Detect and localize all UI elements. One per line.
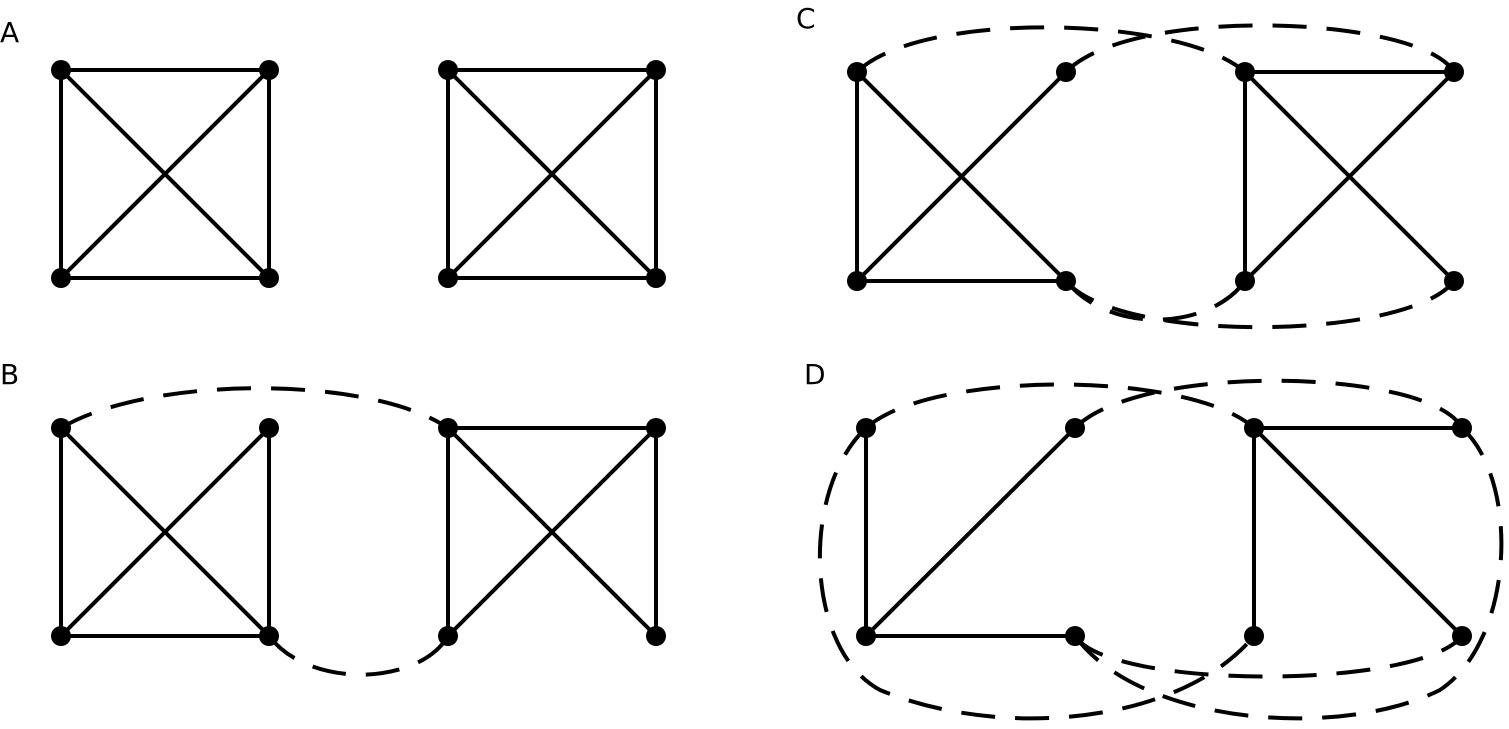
panel-d-graph-left xyxy=(856,418,1085,646)
node xyxy=(1244,626,1264,646)
panel-label-c: C xyxy=(796,2,816,35)
panel-b-graph-right xyxy=(438,418,666,646)
node xyxy=(259,268,279,288)
panel-label-d: D xyxy=(804,358,826,391)
edge xyxy=(446,68,658,280)
node xyxy=(646,268,666,288)
panel-a: A xyxy=(0,16,666,288)
edge xyxy=(855,70,1068,283)
panel-d: D xyxy=(804,358,1504,721)
node xyxy=(51,268,71,288)
node xyxy=(856,626,876,646)
node xyxy=(438,268,458,288)
edge xyxy=(446,426,658,638)
panel-c: C xyxy=(796,2,1464,330)
dashed-connector xyxy=(1073,426,1504,721)
panel-b: B xyxy=(0,358,666,677)
panel-b-graph-left xyxy=(51,418,279,646)
node xyxy=(646,626,666,646)
node xyxy=(259,418,279,438)
panel-label-b: B xyxy=(0,358,19,391)
node xyxy=(51,60,71,80)
edge xyxy=(59,68,271,280)
node xyxy=(438,60,458,80)
dashed-connector xyxy=(267,634,450,677)
panel-label-a: A xyxy=(0,16,19,49)
dashed-connector xyxy=(59,386,450,430)
dashed-connector xyxy=(1064,279,1247,322)
edge xyxy=(1252,426,1464,638)
dashed-connector xyxy=(864,382,1256,430)
panel-c-graph-right xyxy=(1235,62,1464,291)
dashed-connector xyxy=(1073,634,1464,679)
panel-c-graph-left xyxy=(847,62,1076,291)
node xyxy=(51,626,71,646)
edge xyxy=(1243,70,1456,283)
dashed-connector xyxy=(1064,279,1456,330)
dashed-connector xyxy=(817,426,1256,721)
panel-a-graph-left xyxy=(51,60,279,288)
panel-d-graph-right xyxy=(1244,418,1472,646)
node xyxy=(847,271,867,291)
panel-a-graph-right xyxy=(438,60,666,288)
dashed-connector xyxy=(855,25,1247,74)
edge xyxy=(59,426,271,638)
node xyxy=(646,60,666,80)
edge xyxy=(864,426,1077,638)
node xyxy=(646,418,666,438)
node xyxy=(259,60,279,80)
